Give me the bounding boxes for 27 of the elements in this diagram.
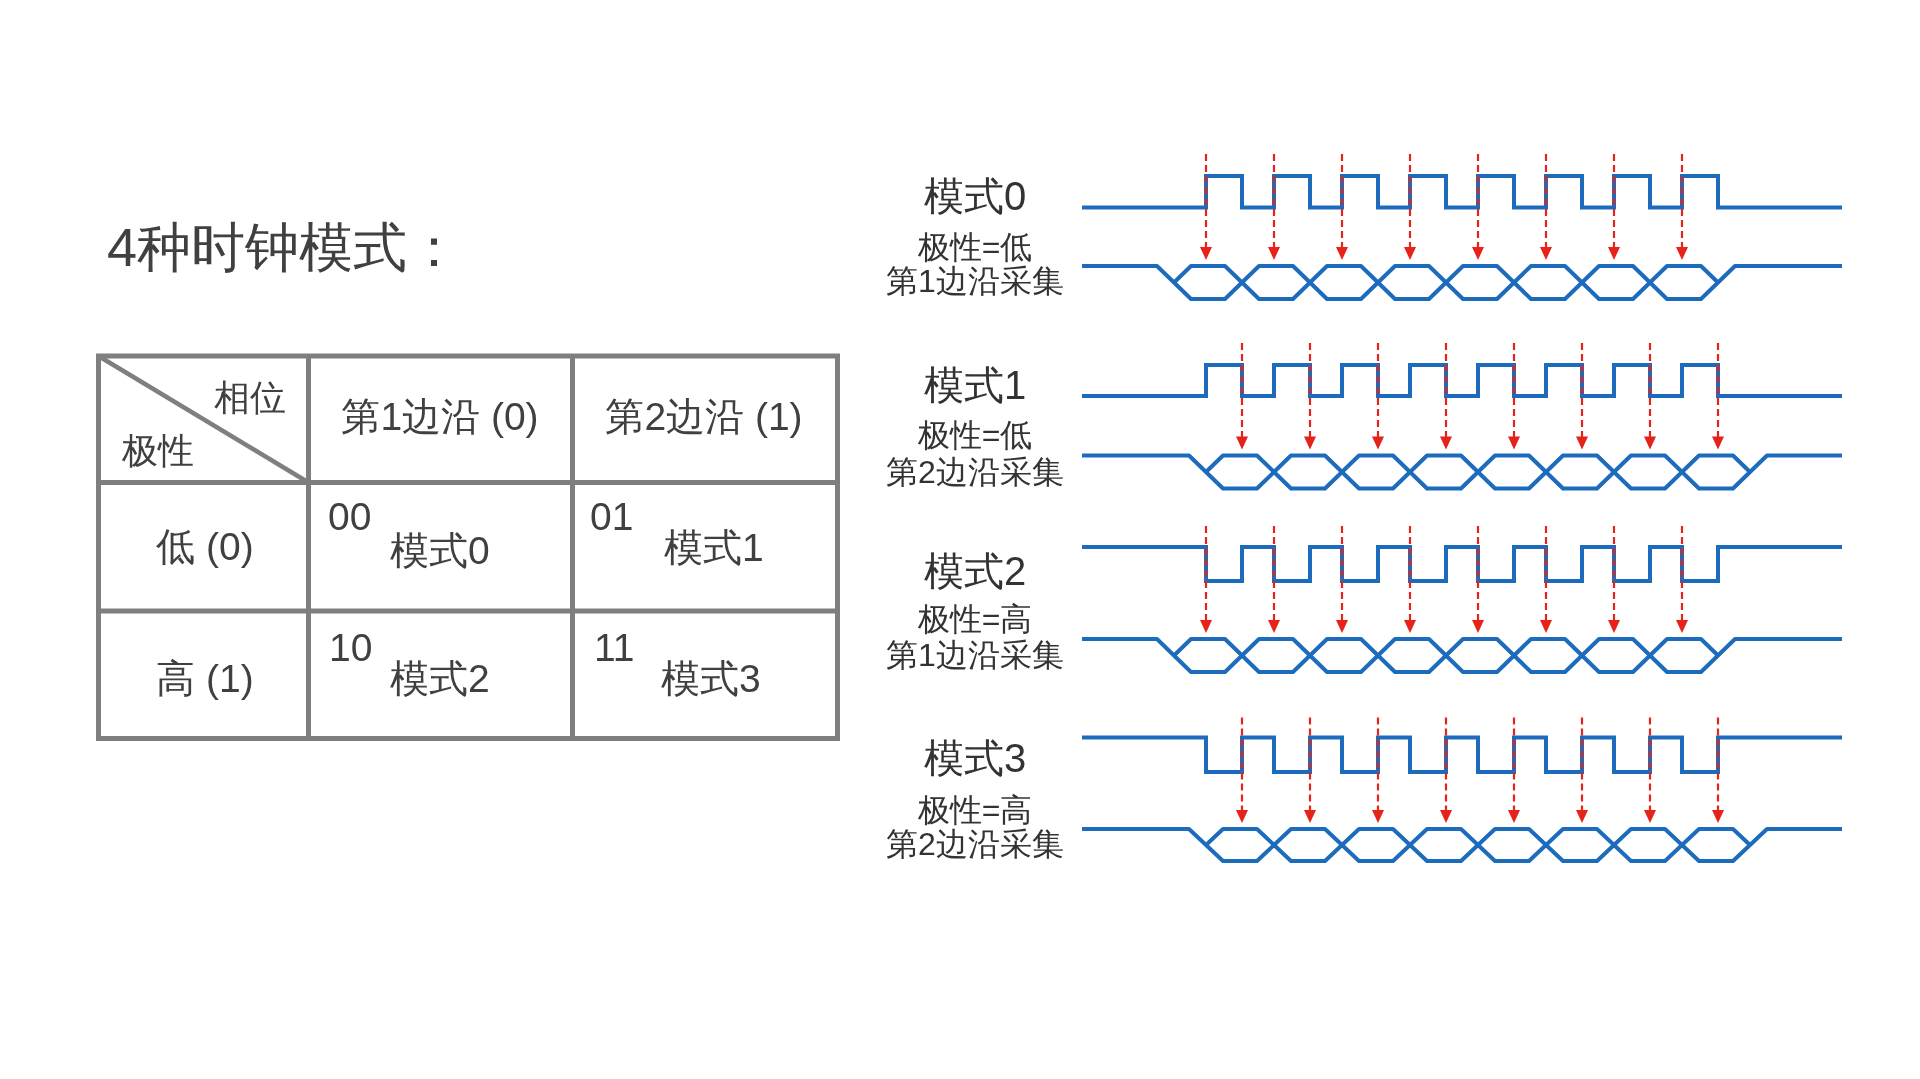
row-header: 低 (0) <box>156 526 254 566</box>
polarity-label: 极性=高 <box>917 793 1033 826</box>
axis-label: 相位 <box>214 380 286 416</box>
mode-code: 00 <box>328 496 372 536</box>
mode-name: 模式0 <box>390 530 490 570</box>
polarity-label: 极性=低 <box>917 419 1033 451</box>
mode-title: 模式3 <box>923 737 1027 778</box>
phase-label: 第2边沿采集 <box>886 455 1064 488</box>
polarity-label: 极性=高 <box>917 603 1033 635</box>
mode-title: 模式1 <box>923 365 1027 405</box>
polarity-label: 极性=低 <box>917 230 1033 263</box>
mode-name: 模式3 <box>661 658 761 698</box>
mode-title: 模式2 <box>923 550 1027 591</box>
row-header: 高 (1) <box>156 658 254 698</box>
mode-name: 模式1 <box>664 527 764 567</box>
title: 4种时钟模式： <box>107 220 462 274</box>
phase-label: 第1边沿采集 <box>886 638 1064 671</box>
mode-code: 01 <box>590 496 634 536</box>
mode-code: 10 <box>329 627 373 667</box>
column-header: 第1边沿 (0) <box>341 396 539 436</box>
mode-title: 模式0 <box>923 176 1027 216</box>
phase-label: 第1边沿采集 <box>886 264 1064 297</box>
mode-code: 11 <box>594 627 635 667</box>
column-header: 第2边沿 (1) <box>605 396 803 436</box>
mode-name: 模式2 <box>390 658 490 698</box>
axis-label: 极性 <box>122 433 194 469</box>
phase-label: 第2边沿采集 <box>886 827 1064 860</box>
